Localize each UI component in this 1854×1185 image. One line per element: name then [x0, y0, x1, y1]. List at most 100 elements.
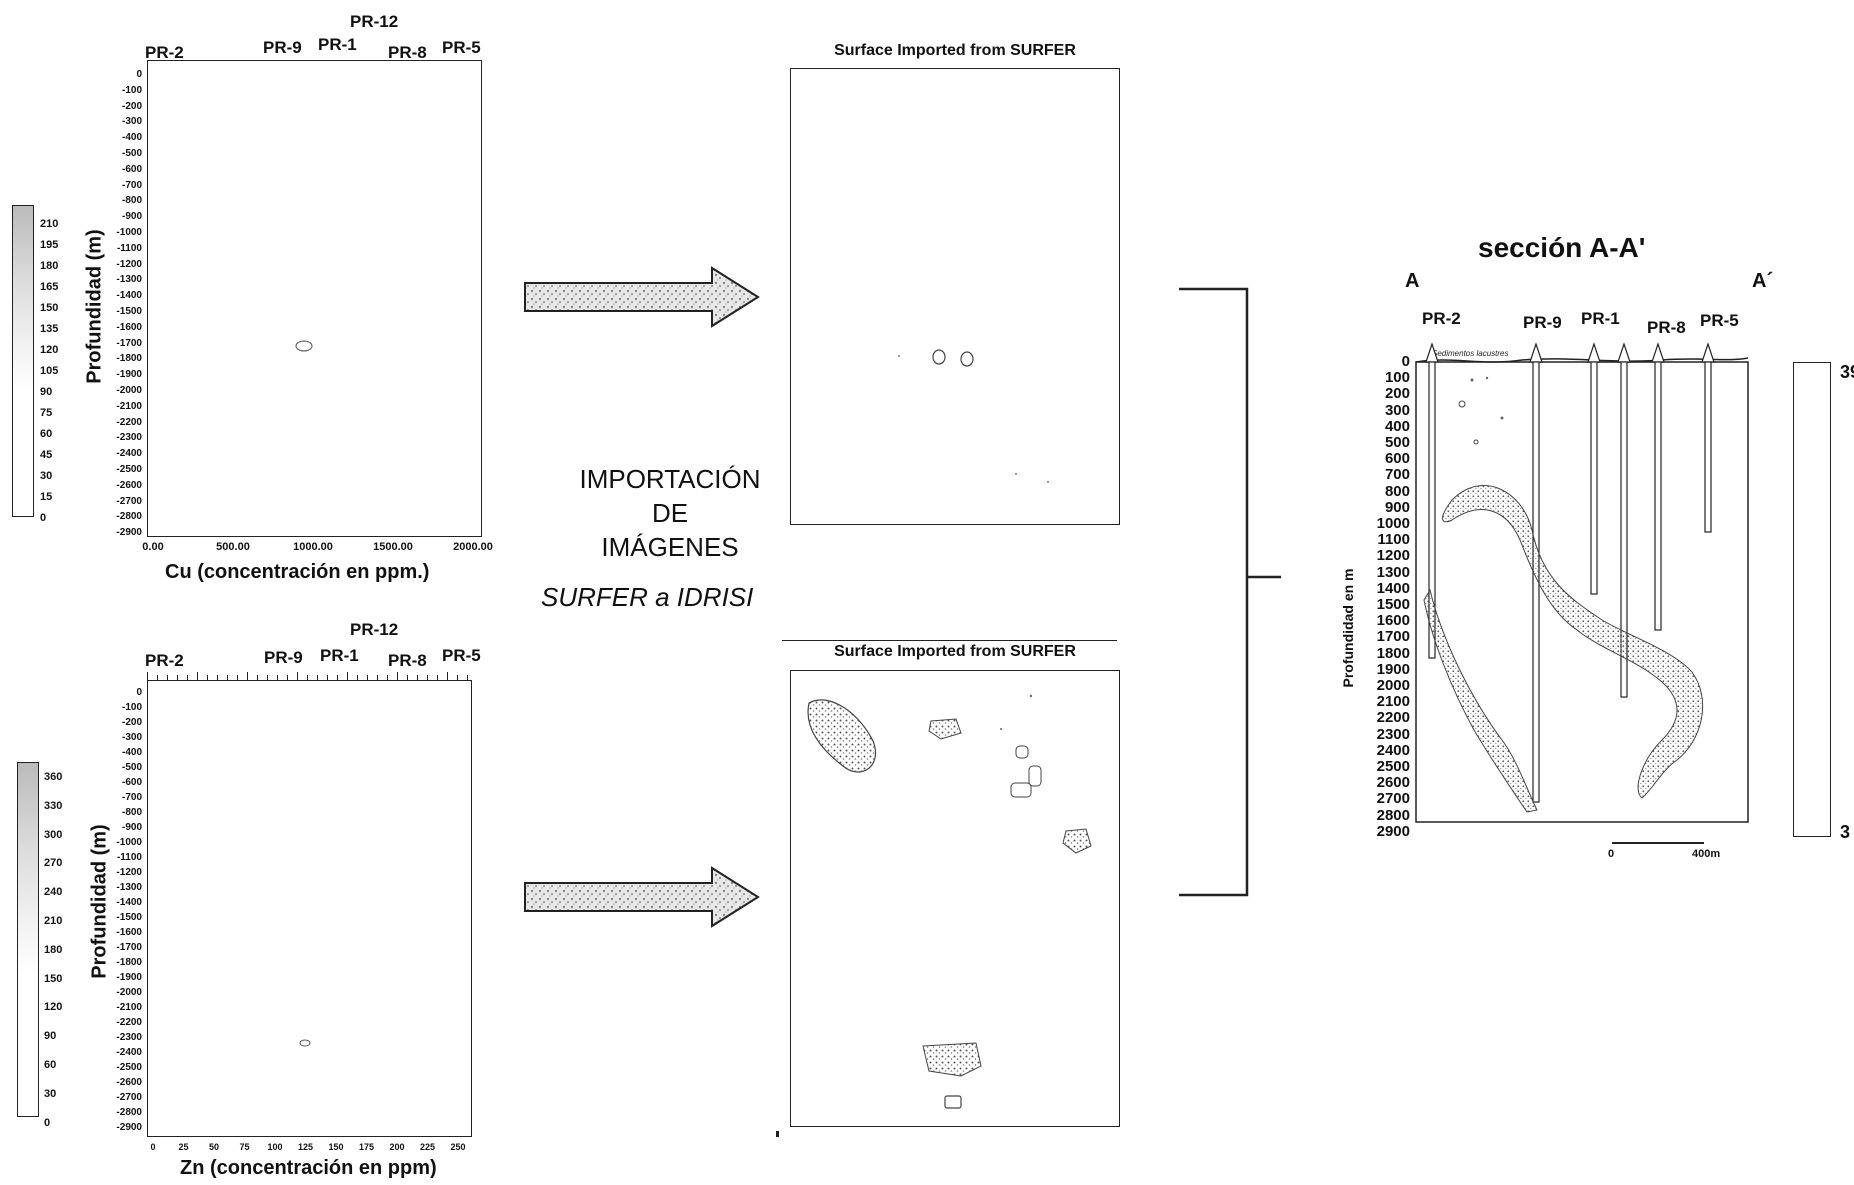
ruler-tick: [397, 672, 398, 681]
cu-depth-tick: -1200: [106, 260, 142, 270]
zn-depth-tick: -2700: [106, 1093, 142, 1103]
cu-depth-tick: -2300: [106, 433, 142, 443]
zn-x-tick: 75: [239, 1142, 249, 1152]
ruler-tick: [407, 675, 408, 681]
surface-panel-bottom: [790, 670, 1120, 1127]
ruler-tick: [167, 675, 168, 681]
section-depth-tick: 1400: [1354, 581, 1410, 596]
cu-depth-tick: -1900: [106, 370, 142, 380]
cu-x-tick: 2000.00: [453, 541, 493, 553]
zn-legend-label: 300: [44, 830, 62, 841]
cu-depth-tick: -1500: [106, 307, 142, 317]
zn-x-tick: 150: [328, 1142, 343, 1152]
cu-legend-label: 195: [40, 240, 58, 251]
cu-depth-tick: -2200: [106, 418, 142, 428]
zn-legend-label: 150: [44, 974, 62, 985]
section-depth-tick: 2800: [1354, 808, 1410, 823]
zn-depth-tick: -500: [106, 763, 142, 773]
zn-well-pr5: PR-5: [442, 646, 481, 666]
arrow-right-icon: [522, 265, 762, 329]
section-profile: Sedimentos lacustres: [1412, 320, 1752, 840]
zn-depth-tick: -2000: [106, 988, 142, 998]
section-depth-tick: 1600: [1354, 613, 1410, 628]
zn-depth-tick: -600: [106, 778, 142, 788]
ruler-tick: [417, 675, 418, 681]
import-line-1: IMPORTACIÓN: [520, 462, 820, 496]
zn-depth-tick: -200: [106, 718, 142, 728]
zn-legend-label: 270: [44, 858, 62, 869]
zn-x-axis-label: Zn (concentración en ppm): [180, 1157, 437, 1180]
zn-legend-label: 30: [44, 1089, 56, 1100]
cu-y-axis-label: Profundidad (m): [84, 222, 107, 392]
cu-x-tick: 1000.00: [293, 541, 333, 553]
section-depth-tick: 1200: [1354, 548, 1410, 563]
section-depth-tick: 2300: [1354, 727, 1410, 742]
cu-depth-tick: -1400: [106, 291, 142, 301]
zn-legend-label: 330: [44, 801, 62, 812]
cu-depth-tick: -700: [106, 181, 142, 191]
colorbar-max: 399: [1840, 362, 1854, 383]
cu-legend-label: 45: [40, 450, 52, 461]
section-depth-tick: 1000: [1354, 516, 1410, 531]
ruler-tick: [287, 675, 288, 681]
cu-legend-label: 75: [40, 408, 52, 419]
surface-title-top: Surface Imported from SURFER: [790, 42, 1120, 60]
ruler-tick: [367, 675, 368, 681]
zn-well-pr12: PR-12: [350, 620, 398, 640]
zn-well-pr9: PR-9: [264, 648, 303, 668]
cu-depth-tick: -2400: [106, 449, 142, 459]
cu-depth-tick: -1700: [106, 339, 142, 349]
section-depth-tick: 100: [1354, 370, 1410, 385]
zn-depth-tick: -2600: [106, 1078, 142, 1088]
zn-well-pr2: PR-2: [145, 651, 184, 671]
section-depth-tick: 500: [1354, 435, 1410, 450]
scale-start: 0: [1608, 848, 1614, 860]
zn-legend-label: 360: [44, 772, 62, 783]
ruler-tick: [147, 672, 148, 681]
arrow-right-icon: [522, 865, 762, 929]
zn-x-tick: 25: [178, 1142, 188, 1152]
ruler-tick: [187, 675, 188, 681]
section-depth-tick: 1100: [1354, 532, 1410, 547]
ruler-tick: [307, 675, 308, 681]
cu-well-pr12: PR-12: [350, 12, 398, 32]
section-depth-tick: 300: [1354, 403, 1410, 418]
ruler-tick: [257, 675, 258, 681]
zn-x-tick: 200: [389, 1142, 404, 1152]
zn-x-tick: 100: [267, 1142, 282, 1152]
zn-x-tick: 175: [359, 1142, 374, 1152]
cu-depth-tick: -600: [106, 165, 142, 175]
ruler-tick: [387, 675, 388, 681]
zn-legend-label: 210: [44, 916, 62, 927]
cu-legend-label: 105: [40, 366, 58, 377]
zn-depth-tick: -700: [106, 793, 142, 803]
section-depth-tick: 2200: [1354, 710, 1410, 725]
cu-depth-tick: -300: [106, 117, 142, 127]
zn-depth-tick: -2900: [106, 1123, 142, 1133]
cu-legend-label: 0: [40, 513, 46, 524]
zn-legend-label: 0: [44, 1118, 50, 1129]
ruler-tick: [217, 675, 218, 681]
cu-depth-tick: 0: [106, 70, 142, 80]
zn-legend-label: 180: [44, 945, 62, 956]
cu-legend-bar: [12, 205, 34, 517]
zn-well-pr8: PR-8: [388, 651, 427, 671]
ruler-tick: [457, 675, 458, 681]
cu-x-tick: 1500.00: [373, 541, 413, 553]
cu-depth-tick: -100: [106, 86, 142, 96]
cu-legend-label: 60: [40, 429, 52, 440]
cu-well-pr1: PR-1: [318, 35, 357, 55]
zn-depth-tick: -2300: [106, 1033, 142, 1043]
zn-plot-area: [147, 680, 472, 1137]
cu-legend-label: 150: [40, 303, 58, 314]
cu-depth-tick: -1300: [106, 275, 142, 285]
section-depth-tick: 600: [1354, 451, 1410, 466]
cu-depth-tick: -1800: [106, 354, 142, 364]
cu-well-pr9: PR-9: [263, 38, 302, 58]
zn-depth-tick: -2100: [106, 1003, 142, 1013]
zn-depth-tick: -400: [106, 748, 142, 758]
zn-depth-tick: -2800: [106, 1108, 142, 1118]
cu-legend-label: 120: [40, 345, 58, 356]
cu-depth-tick: -200: [106, 102, 142, 112]
zn-depth-tick: -2200: [106, 1018, 142, 1028]
